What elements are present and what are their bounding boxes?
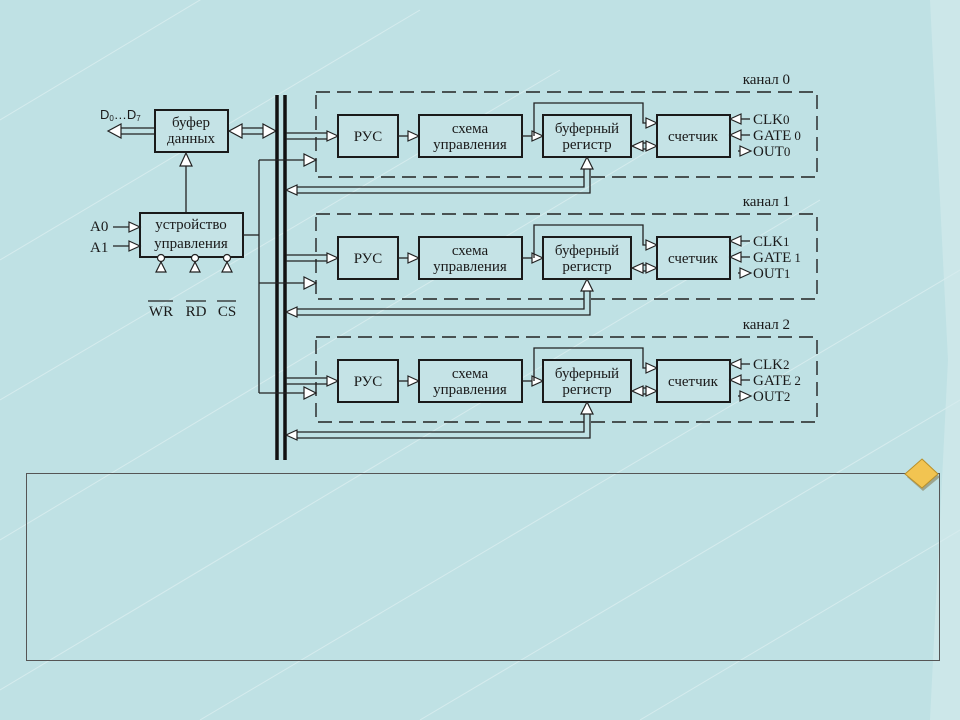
channel-label: канал 0 <box>743 72 790 88</box>
control-wiring <box>243 153 318 400</box>
buffer-register-label-2: регистр <box>562 259 611 275</box>
signal-wr: WR <box>149 304 173 320</box>
counter-block: счетчик <box>656 114 731 158</box>
signal-clk: CLK2 <box>753 357 790 373</box>
scheme-label-2: управления <box>433 382 507 398</box>
buffer-label-1: буфер <box>172 115 210 131</box>
buffer-register-label-1: буферный <box>555 366 619 382</box>
control-signals: WR RD CS <box>148 253 236 320</box>
signal-out: OUT0 <box>753 144 790 160</box>
caption-box <box>26 473 940 661</box>
rus-label: РУС <box>354 251 383 267</box>
rus-block: РУС <box>337 359 399 403</box>
control-label-1: устройство <box>155 217 227 233</box>
counter-block: счетчик <box>656 359 731 403</box>
signal-rd: RD <box>186 304 207 320</box>
address-inputs: A0 A1 <box>90 219 142 256</box>
rus-label: РУС <box>354 129 383 145</box>
counter-label: счетчик <box>668 374 719 390</box>
signal-cs: CS <box>218 304 236 320</box>
rus-block: РУС <box>337 236 399 280</box>
channel-label: канал 1 <box>743 194 790 210</box>
scheme-label-2: управления <box>433 137 507 153</box>
counter-block: счетчик <box>656 236 731 280</box>
signal-out: OUT2 <box>753 389 790 405</box>
input-a1: A1 <box>90 240 108 256</box>
scheme-label-1: схема <box>452 366 489 382</box>
data-bus-label: D0…D7 <box>100 107 141 123</box>
buffer-register-label-1: буферный <box>555 243 619 259</box>
scheme-label-2: управления <box>433 259 507 275</box>
buffer-register-label-2: регистр <box>562 382 611 398</box>
buffer-register-label-2: регистр <box>562 137 611 153</box>
scheme-label-1: схема <box>452 243 489 259</box>
signal-clk: CLK0 <box>753 112 790 128</box>
input-a0: A0 <box>90 219 108 235</box>
counter-label: счетчик <box>668 251 719 267</box>
rus-label: РУС <box>354 374 383 390</box>
control-label-2: управления <box>154 236 228 252</box>
signal-clk: CLK1 <box>753 234 790 250</box>
channel-label: канал 2 <box>743 317 790 333</box>
control-to-buffer-arrow <box>179 151 193 213</box>
signal-out: OUT1 <box>753 266 790 282</box>
buffer-label-2: данных <box>167 131 215 147</box>
diamond-icon <box>904 458 940 491</box>
buffer-data-block: буфер данных <box>154 109 229 153</box>
rus-block: РУС <box>337 114 399 158</box>
counter-label: счетчик <box>668 129 719 145</box>
buffer-bus-arrow <box>227 122 278 140</box>
internal-bus <box>275 95 287 460</box>
buffer-register-label-1: буферный <box>555 121 619 137</box>
data-bus-arrow <box>106 122 155 140</box>
scheme-label-1: схема <box>452 121 489 137</box>
control-unit-block: устройство управления <box>139 212 244 258</box>
